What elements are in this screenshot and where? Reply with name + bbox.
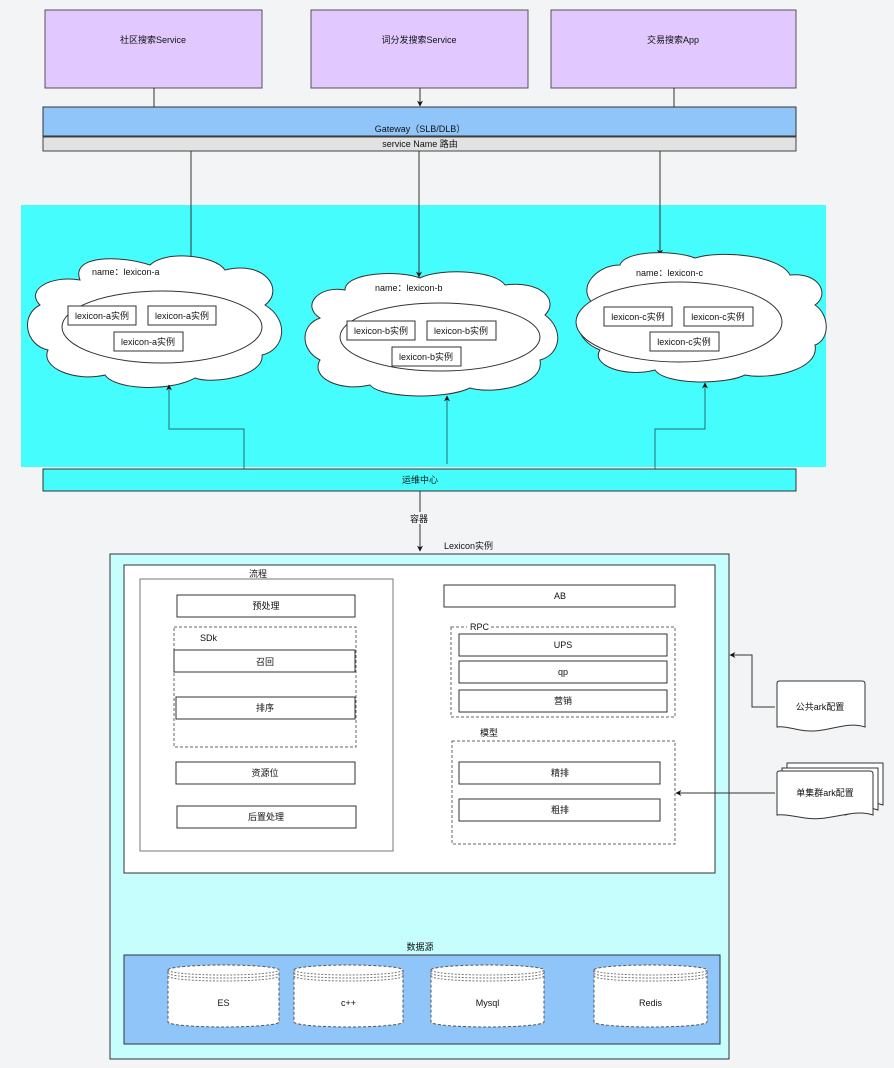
gateway-label: Gateway（SLB/DLB） bbox=[375, 124, 466, 134]
routing-label: service Name 路由 bbox=[382, 138, 458, 149]
instance-box[interactable]: lexicon-c实例 bbox=[649, 331, 720, 352]
per-cluster-config-label: 单集群ark配置 bbox=[796, 787, 854, 798]
instance-box[interactable]: lexicon-a实例 bbox=[67, 305, 137, 326]
service-label: 社区搜索Service bbox=[120, 34, 186, 45]
instance-label: lexicon-b实例 bbox=[434, 325, 488, 336]
datastore-label: Redis bbox=[639, 998, 663, 1008]
cluster-cloud-c[interactable]: name：lexicon-c lexicon-c实例 lexicon-c实例 l… bbox=[575, 252, 827, 383]
rpc-item-label: UPS bbox=[554, 640, 573, 650]
instance-label: lexicon-b实例 bbox=[354, 325, 408, 336]
rpc-title-bg bbox=[467, 622, 489, 632]
resource-slot-label: 资源位 bbox=[251, 767, 278, 778]
datastore-cylinder-redis[interactable]: Redis bbox=[593, 964, 708, 1028]
instance-label: lexicon-c实例 bbox=[611, 311, 665, 322]
public-config-doc[interactable]: 公共ark配置 bbox=[776, 680, 866, 732]
public-config-edge bbox=[729, 652, 775, 708]
recall-label: 召回 bbox=[256, 657, 274, 667]
rpc-title: RPC bbox=[470, 622, 490, 632]
sdk-group bbox=[173, 626, 357, 748]
resource-slot-box[interactable]: 资源位 bbox=[175, 761, 356, 785]
instance-label: lexicon-c实例 bbox=[691, 311, 745, 322]
rpc-qp-box[interactable]: qp bbox=[458, 660, 668, 684]
datastore-label: Mysql bbox=[476, 998, 500, 1008]
instance-label: lexicon-b实例 bbox=[399, 351, 453, 362]
model-title: 模型 bbox=[480, 728, 498, 738]
datastore-label: ES bbox=[217, 998, 229, 1008]
model-item-label: 粗排 bbox=[551, 804, 569, 815]
instance-box[interactable]: lexicon-a实例 bbox=[113, 331, 184, 352]
per-cluster-config-doc[interactable]: 单集群ark配置 bbox=[776, 762, 884, 820]
cluster-cloud-a[interactable]: name：lexicon-a lexicon-a实例 lexicon-a实例 l… bbox=[27, 255, 282, 388]
instance-box[interactable]: lexicon-a实例 bbox=[147, 305, 217, 326]
instance-label: lexicon-c实例 bbox=[657, 336, 711, 347]
ops-edge-a bbox=[166, 384, 245, 469]
service-box-trade-app[interactable]: 交易搜索App bbox=[550, 9, 797, 89]
instance-label: lexicon-a实例 bbox=[75, 310, 129, 321]
rpc-group bbox=[450, 626, 676, 718]
instance-box[interactable]: lexicon-c实例 bbox=[683, 306, 754, 327]
service-label: 交易搜索App bbox=[647, 34, 699, 45]
datastore-label: c++ bbox=[341, 998, 356, 1008]
rpc-item-label: 营销 bbox=[554, 695, 572, 706]
recall-box[interactable]: 召回 bbox=[173, 649, 356, 673]
datasource-title: 数据源 bbox=[406, 941, 433, 952]
instance-box[interactable]: lexicon-b实例 bbox=[426, 320, 497, 341]
coarse-rank-box[interactable]: 粗排 bbox=[458, 798, 661, 822]
datastore-cylinder-mysql[interactable]: Mysql bbox=[430, 964, 545, 1028]
postprocess-box[interactable]: 后置处理 bbox=[176, 805, 357, 829]
ops-edge-c bbox=[654, 382, 708, 469]
rpc-ups-box[interactable]: UPS bbox=[458, 633, 668, 657]
ops-center-bar[interactable]: 运维中心 bbox=[42, 468, 797, 492]
lexicon-instance-title: Lexicon实例 bbox=[444, 540, 493, 551]
model-group bbox=[451, 740, 676, 845]
ab-box[interactable]: AB bbox=[443, 584, 676, 608]
container-edge-label-bg bbox=[406, 512, 432, 524]
public-config-label: 公共ark配置 bbox=[796, 702, 845, 712]
preprocess-box[interactable]: 预处理 bbox=[176, 594, 356, 618]
instance-box[interactable]: lexicon-b实例 bbox=[346, 320, 416, 341]
cluster-cloud-b[interactable]: name：lexicon-b lexicon-b实例 lexicon-b实例 l… bbox=[304, 271, 559, 397]
sdk-title: SDk bbox=[200, 633, 218, 643]
datastore-cylinder-c[interactable]: c++ bbox=[293, 964, 404, 1028]
rank-label: 排序 bbox=[256, 702, 274, 713]
instance-label: lexicon-a实例 bbox=[121, 336, 175, 347]
instance-box[interactable]: lexicon-c实例 bbox=[603, 306, 673, 327]
model-item-label: 精排 bbox=[551, 767, 569, 778]
cluster-name-label: name：lexicon-a bbox=[92, 267, 160, 277]
rank-box[interactable]: 排序 bbox=[175, 696, 356, 720]
rpc-marketing-box[interactable]: 营销 bbox=[458, 689, 668, 713]
fine-rank-box[interactable]: 精排 bbox=[458, 761, 661, 785]
flow-title: 流程 bbox=[249, 568, 267, 579]
rpc-item-label: qp bbox=[558, 667, 568, 677]
routing-bar[interactable]: service Name 路由 bbox=[42, 136, 797, 152]
datastore-cylinder-es[interactable]: ES bbox=[167, 964, 280, 1028]
gateway-bar[interactable]: Gateway（SLB/DLB） bbox=[42, 106, 797, 137]
ab-label: AB bbox=[554, 591, 566, 601]
cluster-name-label: name：lexicon-b bbox=[375, 283, 443, 293]
instance-label: lexicon-a实例 bbox=[155, 310, 209, 321]
cluster-name-label: name：lexicon-c bbox=[636, 268, 704, 278]
instance-box[interactable]: lexicon-b实例 bbox=[391, 346, 462, 367]
ops-center-label: 运维中心 bbox=[402, 474, 438, 485]
service-box-community[interactable]: 社区搜索Service bbox=[44, 9, 263, 89]
service-box-word-dispatch[interactable]: 词分发搜索Service bbox=[310, 9, 529, 89]
container-edge-label: 容器 bbox=[410, 513, 428, 524]
preprocess-label: 预处理 bbox=[252, 600, 279, 611]
postprocess-label: 后置处理 bbox=[248, 811, 284, 822]
service-label: 词分发搜索Service bbox=[381, 34, 456, 45]
